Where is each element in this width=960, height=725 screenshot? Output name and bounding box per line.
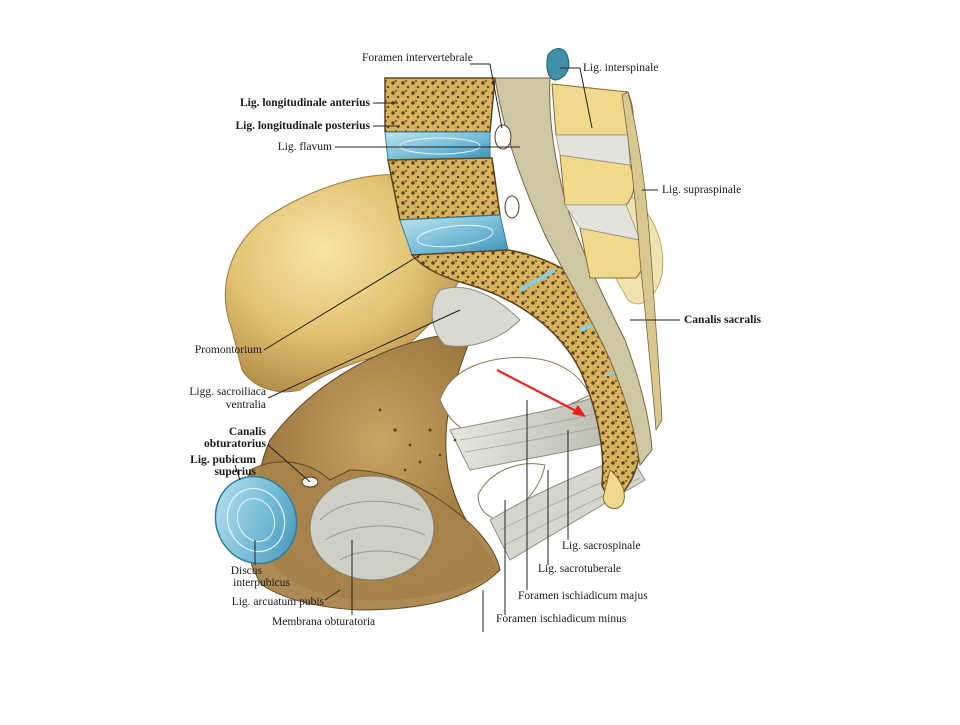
label-discus: Discus — [230, 565, 262, 577]
label-canalis-sacralis: Canalis sacralis — [684, 314, 761, 326]
coccyx — [602, 469, 625, 509]
label-interpubicus: interpubicus — [233, 577, 290, 589]
supraspinous-ligament — [621, 91, 663, 432]
label-foramen-intervertebrale: Foramen intervertebrale — [362, 52, 473, 64]
obturator-membrane — [309, 475, 435, 581]
intervertebral-foramen-2 — [504, 195, 520, 219]
label-lig-sacrotuberale: Lig. sacrotuberale — [538, 563, 622, 575]
label-foramen-ischiadicum-minus: Foramen ischiadicum minus — [496, 613, 627, 625]
vertebral-column — [384, 77, 643, 497]
label-lig-arcuatum-pubis: Lig. arcuatum pubis — [231, 596, 324, 608]
disc-1 — [384, 131, 491, 161]
label-membrana-obturatoria: Membrana obturatoria — [272, 616, 376, 628]
label-lig-longitudinale-anterius: Lig. longitudinale anterius — [239, 97, 370, 109]
sacroiliac-ligaments — [431, 286, 521, 347]
vertebra-2 — [387, 157, 501, 221]
label-lig-flavum: Lig. flavum — [277, 141, 332, 153]
label-ligg-sacroiliaca: Ligg. sacroiliaca — [189, 386, 266, 398]
leader-lines — [234, 63, 680, 632]
spinous-process-1 — [551, 83, 634, 136]
label-lig-pubicum: Lig. pubicum — [190, 454, 256, 466]
label-promontorium: Promontorium — [194, 344, 262, 356]
label-obturatorius: obturatorius — [204, 438, 266, 450]
vertebra-1 — [384, 77, 496, 133]
label-ventralia: ventralia — [225, 399, 266, 411]
label-canalis: Canalis — [228, 426, 266, 438]
lesser-sciatic-foramen — [477, 463, 546, 521]
label-lig-interspinale: Lig. interspinale — [583, 62, 659, 74]
label-foramen-ischiadicum-majus: Foramen ischiadicum majus — [518, 590, 648, 602]
spinous-cap — [546, 48, 570, 81]
label-lig-supraspinale: Lig. supraspinale — [662, 184, 742, 196]
label-superius: superius — [214, 466, 256, 478]
red-arrow-indicator — [496, 369, 586, 417]
label-lig-sacrospinale: Lig. sacrospinale — [562, 540, 641, 552]
label-lig-longitudinale-posterius: Lig. longitudinale posterius — [235, 120, 370, 132]
intervertebral-foramen-1 — [494, 124, 512, 150]
